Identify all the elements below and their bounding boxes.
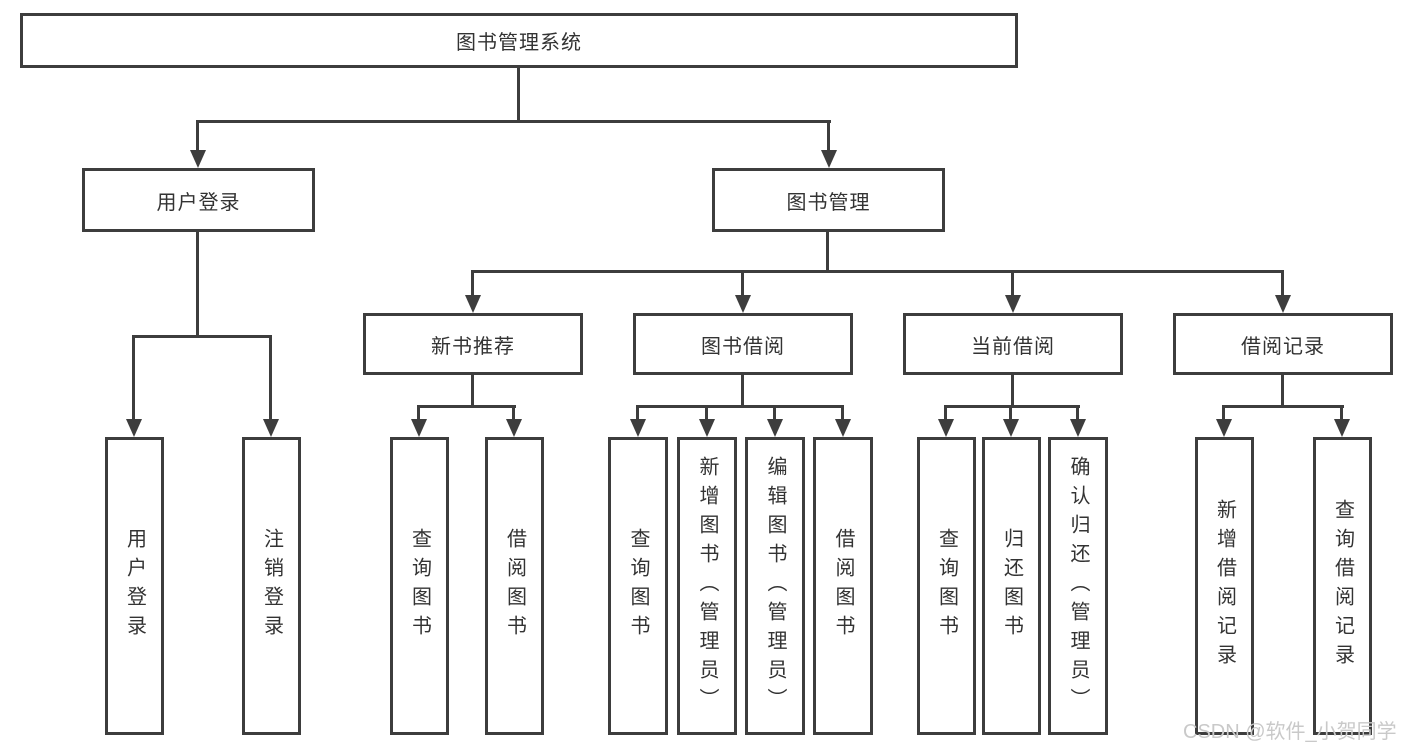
node-library-management-system: 图书管理系统 xyxy=(20,13,1018,68)
arrow-borrowing-leaf2 xyxy=(699,419,715,437)
connector-borrowing-stem xyxy=(741,375,744,405)
connector-user-login-stem xyxy=(196,232,199,335)
connector-recommend-crossbar xyxy=(417,405,516,408)
node-leaf-borrow-books-label: 借阅图书 xyxy=(832,528,854,644)
connector-to-book-borrowing xyxy=(741,270,744,297)
node-leaf-edit-books-admin-label: 编辑图书（管理员） xyxy=(764,455,786,717)
arrow-borrowing-leaf1 xyxy=(630,419,646,437)
connector-current-leaf3 xyxy=(1076,405,1079,421)
connector-to-book-management xyxy=(827,120,830,152)
node-leaf-edit-books-admin: 编辑图书（管理员） xyxy=(745,437,805,735)
node-leaf-query-borrow-record: 查询借阅记录 xyxy=(1313,437,1372,735)
connector-root-stem xyxy=(517,68,520,120)
node-leaf-confirm-return-admin: 确认归还（管理员） xyxy=(1048,437,1108,735)
connector-current-leaf2 xyxy=(1009,405,1012,421)
arrow-to-user-login xyxy=(190,150,206,168)
arrow-to-logout-leaf xyxy=(263,419,279,437)
node-leaf-confirm-return-admin-label: 确认归还（管理员） xyxy=(1067,455,1089,717)
node-leaf-add-borrow-record: 新增借阅记录 xyxy=(1195,437,1254,735)
node-new-book-recommend-label: 新书推荐 xyxy=(431,335,515,358)
connector-to-logout-leaf xyxy=(269,335,272,421)
node-leaf-recommend-borrow-books: 借阅图书 xyxy=(485,437,544,735)
node-leaf-query-borrow-record-label: 查询借阅记录 xyxy=(1331,499,1354,673)
node-leaf-logout-label: 注销登录 xyxy=(260,528,283,644)
arrow-records-leaf2 xyxy=(1334,419,1350,437)
node-leaf-borrowing-query-books: 查询图书 xyxy=(608,437,668,735)
node-book-borrowing-label: 图书借阅 xyxy=(701,335,785,358)
connector-recommend-leaf2 xyxy=(512,405,515,421)
arrow-to-book-management xyxy=(821,150,837,168)
node-library-management-system-label: 图书管理系统 xyxy=(456,32,582,54)
connector-to-user-login xyxy=(196,120,199,152)
arrow-current-leaf1 xyxy=(938,419,954,437)
node-leaf-user-login: 用户登录 xyxy=(105,437,164,735)
connector-user-login-crossbar xyxy=(132,335,272,338)
connector-borrowing-leaf4 xyxy=(841,405,844,421)
node-leaf-add-borrow-record-label: 新增借阅记录 xyxy=(1213,499,1236,673)
arrow-recommend-leaf1 xyxy=(411,419,427,437)
node-leaf-recommend-query-books-label: 查询图书 xyxy=(408,528,431,644)
connector-to-borrowing-records xyxy=(1281,270,1284,297)
arrow-borrowing-leaf4 xyxy=(835,419,851,437)
connector-to-new-book-recommend xyxy=(471,270,474,297)
connector-current-crossbar xyxy=(944,405,1080,408)
node-current-borrowing: 当前借阅 xyxy=(903,313,1123,375)
connector-to-login-leaf xyxy=(132,335,135,421)
connector-root-crossbar xyxy=(196,120,831,123)
node-user-login-branch-label: 用户登录 xyxy=(156,191,241,214)
csdn-watermark: CSDN @软件_小贺同学 xyxy=(1183,721,1397,743)
node-leaf-add-books-admin: 新增图书（管理员） xyxy=(677,437,737,735)
node-leaf-current-query-books: 查询图书 xyxy=(917,437,976,735)
connector-records-leaf2 xyxy=(1340,405,1343,421)
node-book-management-branch: 图书管理 xyxy=(712,168,945,232)
arrow-to-login-leaf xyxy=(126,419,142,437)
node-leaf-return-books: 归还图书 xyxy=(982,437,1041,735)
connector-recommend-stem xyxy=(471,375,474,405)
connector-book-management-stem xyxy=(826,232,829,270)
node-book-borrowing: 图书借阅 xyxy=(633,313,853,375)
node-leaf-user-login-label: 用户登录 xyxy=(123,528,146,644)
arrow-to-book-borrowing xyxy=(735,295,751,313)
node-leaf-add-books-admin-label: 新增图书（管理员） xyxy=(696,455,718,717)
connector-borrowing-leaf3 xyxy=(773,405,776,421)
connector-current-stem xyxy=(1011,375,1014,405)
connector-borrowing-leaf1 xyxy=(636,405,639,421)
node-current-borrowing-label: 当前借阅 xyxy=(971,335,1055,358)
connector-recommend-leaf1 xyxy=(417,405,420,421)
node-new-book-recommend: 新书推荐 xyxy=(363,313,583,375)
connector-borrowing-leaf2 xyxy=(705,405,708,421)
connector-borrowing-crossbar xyxy=(636,405,844,408)
connector-records-stem xyxy=(1281,375,1284,405)
arrow-current-leaf3 xyxy=(1070,419,1086,437)
arrow-to-new-book-recommend xyxy=(465,295,481,313)
node-leaf-borrow-books: 借阅图书 xyxy=(813,437,873,735)
node-leaf-return-books-label: 归还图书 xyxy=(1000,528,1023,644)
node-borrowing-records: 借阅记录 xyxy=(1173,313,1393,375)
node-leaf-borrowing-query-books-label: 查询图书 xyxy=(627,528,649,644)
arrow-recommend-leaf2 xyxy=(506,419,522,437)
arrow-to-current-borrowing xyxy=(1005,295,1021,313)
connector-records-crossbar xyxy=(1222,405,1344,408)
node-leaf-logout: 注销登录 xyxy=(242,437,301,735)
arrow-to-borrowing-records xyxy=(1275,295,1291,313)
connector-current-leaf1 xyxy=(944,405,947,421)
arrow-records-leaf1 xyxy=(1216,419,1232,437)
node-book-management-branch-label: 图书管理 xyxy=(786,191,871,214)
connector-book-management-crossbar xyxy=(471,270,1283,273)
node-leaf-current-query-books-label: 查询图书 xyxy=(935,528,958,644)
connector-records-leaf1 xyxy=(1222,405,1225,421)
connector-to-current-borrowing xyxy=(1011,270,1014,297)
arrow-current-leaf2 xyxy=(1003,419,1019,437)
arrow-borrowing-leaf3 xyxy=(767,419,783,437)
node-borrowing-records-label: 借阅记录 xyxy=(1241,335,1325,358)
node-leaf-recommend-borrow-books-label: 借阅图书 xyxy=(503,528,526,644)
node-leaf-recommend-query-books: 查询图书 xyxy=(390,437,449,735)
node-user-login-branch: 用户登录 xyxy=(82,168,315,232)
